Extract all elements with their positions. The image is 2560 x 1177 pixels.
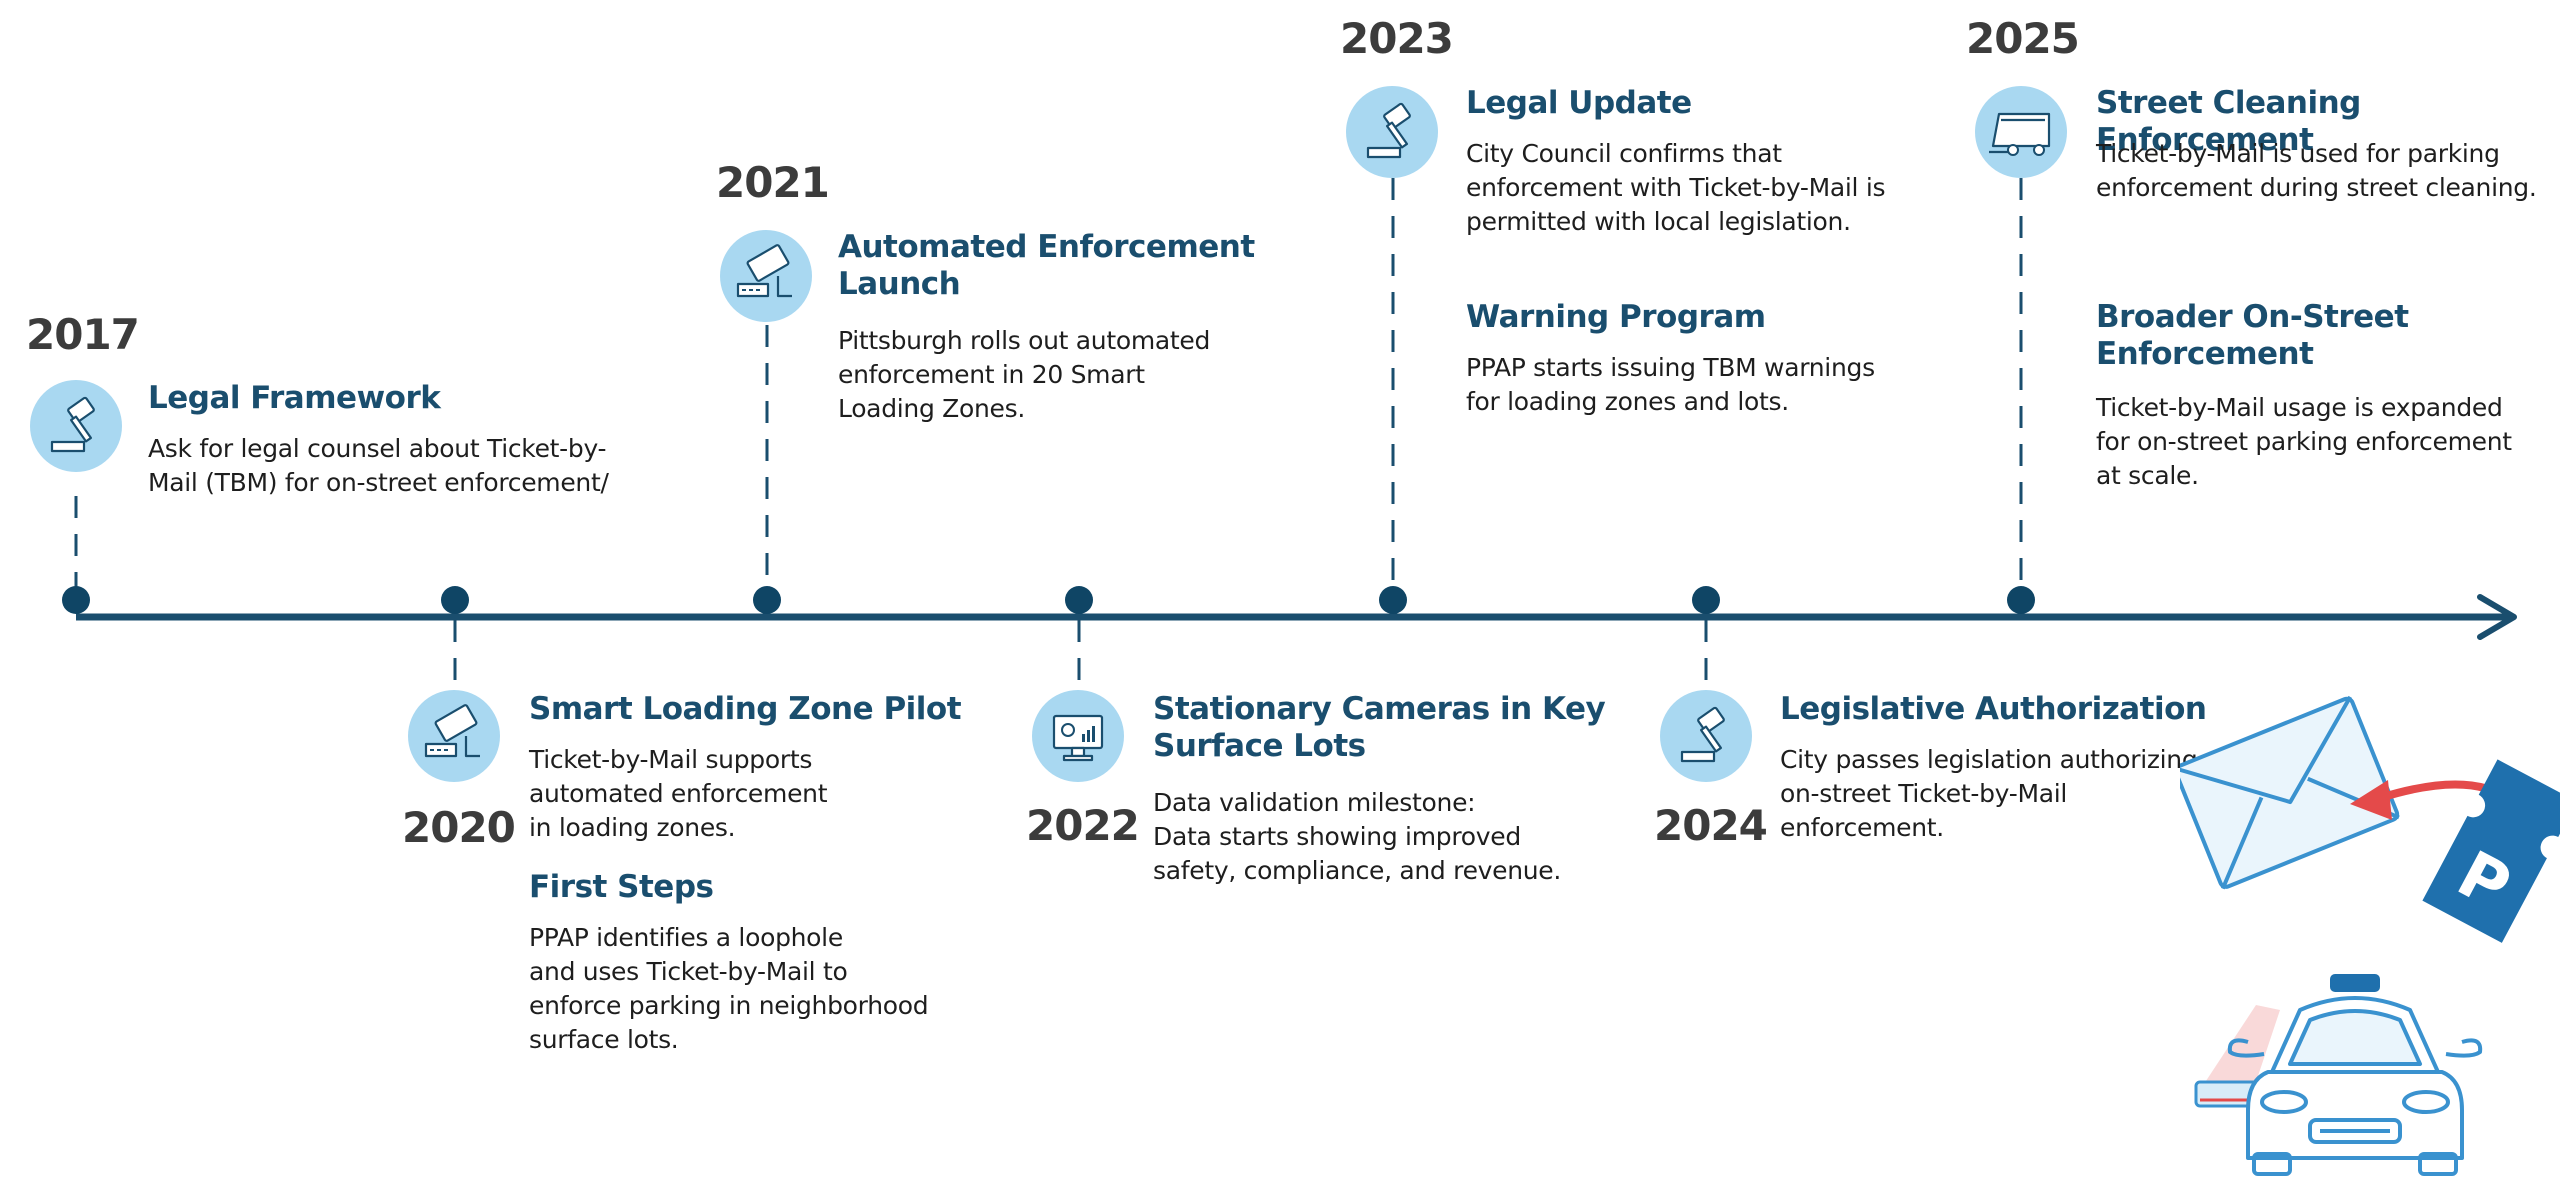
envelope-icon: [2180, 695, 2400, 890]
event-desc-2023: City Council confirms that enforcement w…: [1466, 139, 1886, 236]
event-title-2017: Legal Framework: [148, 380, 441, 416]
year-label-2021: 2021: [716, 158, 830, 207]
sub-desc-first-steps: PPAP identifies a loophole and uses Tick…: [529, 923, 929, 1054]
year-label-2024: 2024: [1654, 801, 1768, 850]
monitor-icon: [1032, 690, 1124, 782]
event-desc-2022: Data validation milestone: Data starts s…: [1153, 788, 1562, 885]
sub-title-broader-enforcement: Broader On-Street Enforcement: [2096, 299, 2409, 373]
event-title-2024: Legislative Authorization: [1780, 691, 2207, 727]
ticket-by-mail-illustration: P: [2180, 695, 2560, 1176]
event-desc-2020: Ticket-by-Mail supports automated enforc…: [529, 745, 828, 842]
gavel-icon: [30, 380, 122, 472]
event-title-2021: Automated Enforcement Launch: [838, 229, 1255, 303]
timeline-dot-2024: [1692, 586, 1720, 614]
event-desc-2021: Pittsburgh rolls out automated enforceme…: [838, 326, 1211, 423]
event-title-2020: Smart Loading Zone Pilot: [529, 691, 962, 727]
camera-icon: [720, 230, 812, 322]
event-desc-2017: Ask for legal counsel about Ticket-by- M…: [148, 434, 609, 497]
timeline-dot-2020: [441, 586, 469, 614]
event-desc-2025: Ticket-by-Mail is used for parking enfor…: [2096, 139, 2537, 202]
timeline-arrowhead: [2477, 594, 2517, 640]
sub-title-first-steps: First Steps: [529, 869, 714, 905]
timeline-dot-2025: [2007, 586, 2035, 614]
year-label-2023: 2023: [1340, 14, 1454, 63]
sub-desc-broader-enforcement: Ticket-by-Mail usage is expanded for on-…: [2096, 393, 2512, 490]
gavel-icon: [1346, 86, 1438, 178]
camera-icon: [408, 690, 500, 782]
event-title-2023: Legal Update: [1466, 85, 1692, 121]
timeline-dot-2021: [753, 586, 781, 614]
year-label-2017: 2017: [26, 310, 140, 359]
event-title-2025: Street Cleaning Enforcement: [2096, 85, 2361, 159]
street-sweeper-icon: [1975, 86, 2067, 178]
sub-title-warning-program: Warning Program: [1466, 299, 1766, 335]
event-desc-2024: City passes legislation authorizing on-s…: [1780, 745, 2198, 842]
timeline-dot-2022: [1065, 586, 1093, 614]
year-label-2022: 2022: [1026, 801, 1140, 850]
gavel-icon: [1660, 690, 1752, 782]
event-title-2022: Stationary Cameras in Key Surface Lots: [1153, 691, 1606, 765]
timeline-dot-2023: [1379, 586, 1407, 614]
year-label-2020: 2020: [402, 803, 516, 852]
parking-ticket-icon: P: [2422, 759, 2560, 943]
year-label-2025: 2025: [1966, 14, 2080, 63]
car-icon: [2227, 974, 2483, 1176]
timeline-dot-2017: [62, 586, 90, 614]
sub-desc-warning-program: PPAP starts issuing TBM warnings for loa…: [1466, 353, 1875, 416]
